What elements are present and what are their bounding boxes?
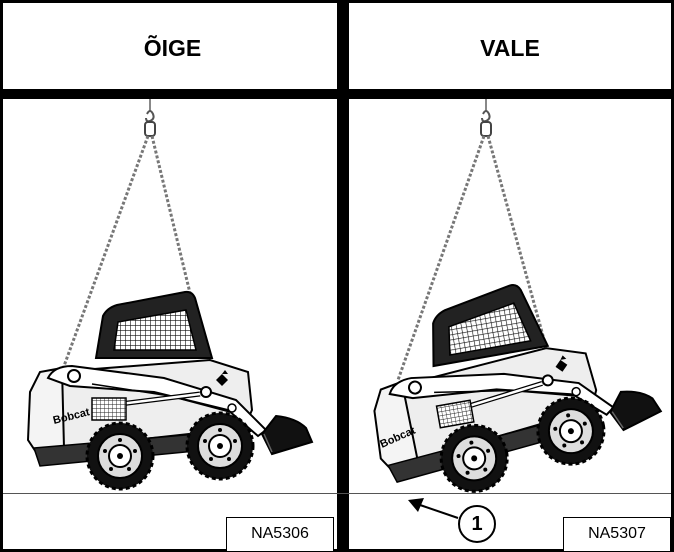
ground-line: [3, 493, 671, 494]
panel-divider: [337, 0, 349, 552]
callout-number: 1: [458, 505, 496, 543]
figure-code-right: NA5307: [563, 517, 671, 551]
header-divider: [0, 89, 674, 99]
correct-heading: ÕIGE: [8, 30, 337, 66]
figure-code-left: NA5306: [226, 517, 334, 551]
incorrect-heading: VALE: [349, 30, 671, 66]
